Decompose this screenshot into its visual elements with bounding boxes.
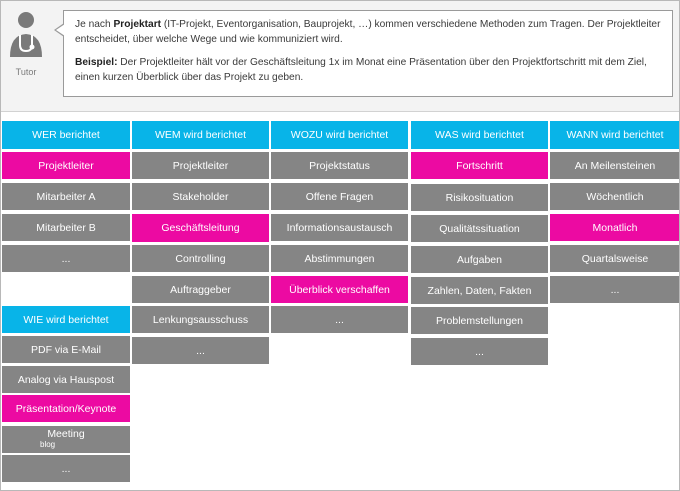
was-item: Fortschritt xyxy=(411,152,548,179)
wann-item: Wöchentlich xyxy=(550,183,679,210)
wie-item: Präsentation/Keynote xyxy=(2,395,130,422)
speech-bubble: Je nach Projektart (IT-Projekt, Eventorg… xyxy=(63,10,673,97)
bubble-paragraph-2: Beispiel: Der Projektleiter hält vor der… xyxy=(75,55,662,85)
wozu-item: Projektstatus xyxy=(271,152,408,179)
column-header-wer: WER berichtet xyxy=(2,121,130,149)
wem-item: Lenkungsausschuss xyxy=(132,306,269,333)
wann-item: ... xyxy=(550,276,679,303)
wem-item: Projektleiter xyxy=(132,152,269,179)
wie-item-sublabel: blog xyxy=(40,440,56,449)
column-header-wem: WEM wird berichtet xyxy=(132,121,269,149)
column-header-wann: WANN wird berichtet xyxy=(550,121,679,149)
wem-item: Geschäftsleitung xyxy=(132,214,269,242)
bubble-paragraph-1: Je nach Projektart (IT-Projekt, Eventorg… xyxy=(75,17,662,47)
wann-item: An Meilensteinen xyxy=(550,152,679,179)
wem-item: Controlling xyxy=(132,245,269,272)
wie-item-meeting: Meeting blog xyxy=(2,426,130,453)
column-header-wie: WIE wird berichtet xyxy=(2,306,130,333)
bubble-text: Der Projektleiter hält vor der Geschäfts… xyxy=(75,57,647,83)
wann-item: Monatlich xyxy=(550,214,679,241)
wem-item: ... xyxy=(132,337,269,364)
wie-item: Analog via Hauspost xyxy=(2,366,130,393)
wozu-item: ... xyxy=(271,306,408,333)
was-item: Aufgaben xyxy=(411,246,548,273)
wer-item: Mitarbeiter A xyxy=(2,183,130,210)
wer-item: Projektleiter xyxy=(2,152,130,179)
wie-item-label: Meeting xyxy=(47,428,85,440)
wozu-item: Überblick verschaffen xyxy=(271,276,408,303)
wem-item: Stakeholder xyxy=(132,183,269,210)
was-item: Problemstellungen xyxy=(411,307,548,334)
tutor-icon xyxy=(10,12,42,57)
wozu-item: Abstimmungen xyxy=(271,245,408,272)
bubble-text: Je nach xyxy=(75,19,114,30)
wozu-item: Offene Fragen xyxy=(271,183,408,210)
was-item: Qualitätssituation xyxy=(411,215,548,242)
speech-bubble-tail-inner xyxy=(56,24,65,36)
bubble-example-label: Beispiel: xyxy=(75,57,118,68)
bubble-text: (IT-Projekt, Eventorganisation, Bauproje… xyxy=(75,19,661,45)
tutor-label: Tutor xyxy=(15,67,37,77)
bubble-bold-term: Projektart xyxy=(113,19,162,30)
wozu-item: Informationsaustausch xyxy=(271,214,408,241)
wann-item: Quartalsweise xyxy=(550,245,679,272)
wer-item: Mitarbeiter B xyxy=(2,214,130,241)
was-item: ... xyxy=(411,338,548,365)
wer-item: ... xyxy=(2,245,130,272)
was-item: Zahlen, Daten, Fakten xyxy=(411,277,548,304)
column-header-was: WAS wird berichtet xyxy=(411,121,548,149)
column-header-wozu: WOZU wird berichtet xyxy=(271,121,408,149)
wem-item: Auftraggeber xyxy=(132,276,269,303)
was-item: Risikosituation xyxy=(411,184,548,211)
wie-item: PDF via E-Mail xyxy=(2,336,130,363)
wie-item: ... xyxy=(2,455,130,482)
tutor-avatar: Tutor xyxy=(3,7,49,79)
